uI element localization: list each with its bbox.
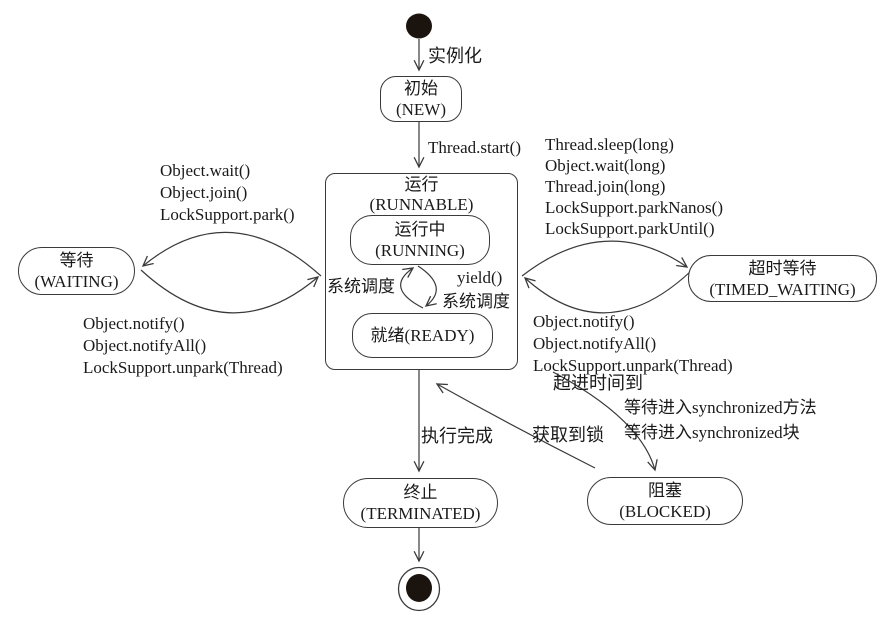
state-runnable: [325, 173, 518, 370]
label-execute-done: 执行完成: [421, 426, 493, 446]
state-new-label-zh: 初始: [404, 79, 438, 98]
label-object-wait: Object.wait(): [160, 161, 251, 180]
state-blocked: 阻塞 (BLOCKED): [587, 477, 743, 525]
final-node-core: [406, 574, 432, 602]
label-thread-start: Thread.start(): [428, 138, 521, 157]
state-timed-waiting-label-zh: 超时等待: [748, 258, 817, 278]
label-group-wait: Object.wait() Object.join() LockSupport.…: [160, 160, 295, 226]
label-thread-join-long: Thread.join(long): [545, 177, 666, 196]
label-locksupport-parkuntil: LockSupport.parkUntil(): [545, 219, 715, 238]
state-blocked-label-zh: 阻塞: [648, 481, 682, 500]
label-locksupport-parknanos: LockSupport.parkNanos(): [545, 198, 723, 217]
arrow-timedwaiting-to-runnable: [523, 270, 692, 314]
label-object-notifyall-right: Object.notifyAll(): [533, 334, 657, 353]
state-waiting-label-en: (WAITING): [34, 272, 119, 291]
state-runnable-title: 运行 (RUNNABLE): [325, 175, 518, 215]
label-sync-block: 等待进入synchronized块: [624, 423, 800, 442]
label-instantiate: 实例化: [428, 46, 482, 66]
label-group-timed: Thread.sleep(long) Object.wait(long) Thr…: [545, 134, 723, 239]
label-locksupport-unpark-left: LockSupport.unpark(Thread): [83, 358, 283, 377]
arrow-runnable-to-waiting: [141, 231, 322, 277]
state-runnable-label-en: (RUNNABLE): [369, 195, 474, 214]
label-thread-sleep-long: Thread.sleep(long): [545, 135, 674, 154]
state-running-label-zh: 运行中: [394, 220, 446, 239]
arrow-running-to-ready: [417, 265, 437, 307]
state-ready: 就绪(READY): [352, 313, 493, 358]
state-runnable-label-zh: 运行: [404, 175, 439, 194]
label-object-wait-long: Object.wait(long): [545, 156, 666, 175]
label-system-schedule-right: 系统调度: [442, 292, 510, 311]
state-waiting: 等待 (WAITING): [18, 247, 135, 295]
label-group-synchronized: 等待进入synchronized方法 等待进入synchronized块: [624, 395, 817, 445]
state-blocked-label-en: (BLOCKED): [619, 502, 711, 521]
label-sync-method: 等待进入synchronized方法: [624, 398, 817, 417]
state-running: 运行中 (RUNNING): [350, 215, 490, 265]
arrow-runnable-to-timedwaiting: [521, 240, 689, 277]
state-terminated: 终止 (TERMINATED): [343, 478, 498, 528]
state-timed-waiting: 超时等待 (TIMED_WAITING): [688, 255, 877, 302]
label-acquire-lock: 获取到锁: [532, 425, 604, 445]
label-group-notify-right: Object.notify() Object.notifyAll() LockS…: [533, 311, 733, 377]
label-object-notify-right: Object.notify(): [533, 312, 635, 331]
label-object-notify-left: Object.notify(): [83, 314, 185, 333]
initial-node: [406, 13, 432, 39]
arrow-blocked-to-runnable: [435, 383, 596, 469]
state-timed-waiting-label-en: (TIMED_WAITING): [709, 279, 856, 299]
state-ready-label: 就绪(READY): [370, 326, 475, 345]
arrow-waiting-to-runnable: [140, 269, 320, 314]
label-group-notify-left: Object.notify() Object.notifyAll() LockS…: [83, 313, 283, 379]
label-object-join: Object.join(): [160, 183, 248, 202]
label-locksupport-park: LockSupport.park(): [160, 205, 295, 224]
state-terminated-label-zh: 终止: [403, 483, 438, 502]
state-new-label-en: (NEW): [395, 100, 447, 119]
state-running-label-en: (RUNNING): [375, 241, 465, 260]
label-system-schedule-left: 系统调度: [327, 277, 395, 296]
arrow-runnable-to-blocked: [552, 371, 658, 472]
state-new: 初始 (NEW): [380, 76, 462, 122]
state-waiting-label-zh: 等待: [59, 251, 94, 270]
label-locksupport-unpark-right: LockSupport.unpark(Thread): [533, 356, 733, 375]
label-timeout: 超进时间到: [553, 373, 643, 393]
state-terminated-label-en: (TERMINATED): [360, 504, 481, 523]
arrow-ready-to-running: [400, 267, 424, 309]
label-object-notifyall-left: Object.notifyAll(): [83, 336, 207, 355]
label-yield: yield(): [457, 268, 503, 287]
